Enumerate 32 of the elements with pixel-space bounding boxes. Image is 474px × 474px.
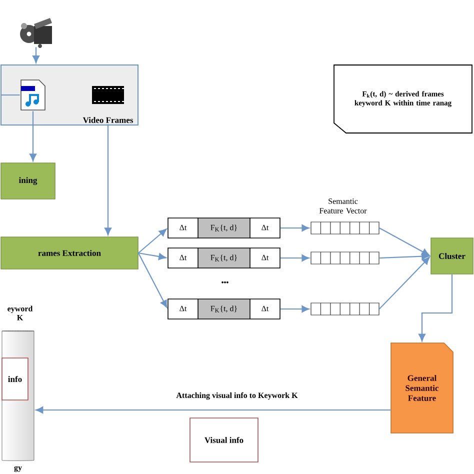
section-label: Semantic Feature Vector xyxy=(319,198,367,214)
process-box: ining xyxy=(0,162,56,200)
arrow xyxy=(280,254,310,262)
process-box: Cluster xyxy=(430,238,474,274)
arrow xyxy=(280,306,310,312)
frame-sequence-box: Δt F$_{K}${t, d} Δt xyxy=(168,298,280,320)
feature-vector xyxy=(310,252,380,264)
arrow xyxy=(379,252,430,260)
arrow xyxy=(36,406,391,414)
frame-sequence-box: Δt F$_{K}${t, d} Δt xyxy=(168,248,280,268)
frame-sequence-box: Δt F$_{K}${t, d} Δt xyxy=(168,218,280,238)
arrow xyxy=(138,228,167,254)
arrow xyxy=(138,252,166,260)
edge-label: Attaching visual info to Keywork K xyxy=(175,391,299,401)
arrow xyxy=(32,47,40,64)
feature-vector xyxy=(310,222,380,234)
info-box: Visual info xyxy=(190,418,258,462)
info-box: info xyxy=(2,358,28,400)
arrow xyxy=(280,224,310,232)
arrow xyxy=(30,111,36,162)
arrow xyxy=(418,274,453,342)
process-box: rames Extraction xyxy=(0,236,138,270)
node-label: eyword K xyxy=(8,306,33,320)
arrow xyxy=(378,256,430,310)
audio-file-icon xyxy=(20,80,46,110)
arrow xyxy=(104,124,112,236)
feature-vector xyxy=(310,302,380,316)
arrow xyxy=(138,252,168,308)
node-label: gy xyxy=(14,466,22,472)
arrow xyxy=(379,228,430,256)
caption-text: Video Frames xyxy=(82,86,133,123)
film-icon xyxy=(20,18,52,48)
